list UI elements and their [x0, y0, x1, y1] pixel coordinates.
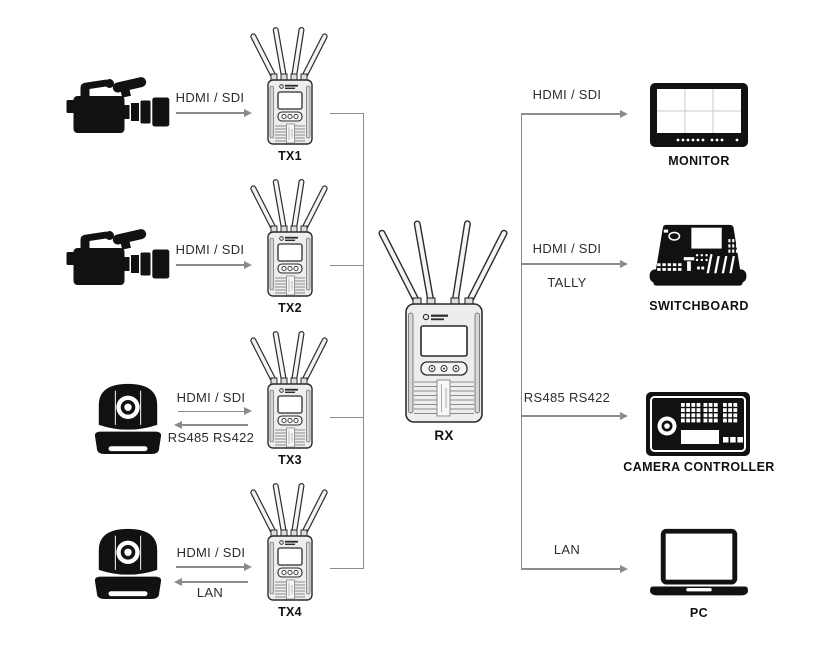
connection-label: LAN — [196, 585, 224, 600]
device-label: PC — [689, 606, 709, 620]
ptz-camera-icon — [91, 525, 165, 601]
arrow-right — [521, 412, 628, 419]
arrow-right — [176, 261, 252, 268]
connection-label: HDMI / SDI — [532, 87, 602, 102]
tx-label: TX4 — [278, 605, 302, 619]
arrow-left — [174, 421, 248, 428]
connection-label: HDMI / SDI — [176, 390, 246, 405]
tx-label: TX2 — [278, 301, 302, 315]
connection-label: HDMI / SDI — [176, 545, 246, 560]
arrow-right — [521, 260, 628, 267]
camera-controller-icon — [646, 392, 750, 456]
video-camera-icon — [66, 226, 172, 292]
video-camera-icon — [66, 74, 172, 140]
rx-label: RX — [434, 428, 454, 443]
arrow-right — [521, 110, 628, 117]
connection-label: HDMI / SDI — [175, 90, 245, 105]
device-label: SWITCHBOARD — [649, 299, 749, 313]
connection-label: TALLY — [547, 275, 587, 290]
connector-line — [330, 567, 363, 569]
tx-label: TX1 — [278, 149, 302, 163]
tx-device-icon — [242, 324, 338, 450]
arrow-right — [178, 408, 252, 415]
connection-label: HDMI / SDI — [175, 242, 245, 257]
arrow-left — [174, 578, 248, 585]
laptop-icon — [650, 528, 748, 598]
switchboard-icon — [646, 222, 750, 296]
arrow-right — [176, 563, 252, 570]
rx-device-icon — [368, 210, 520, 430]
device-label: CAMERA CONTROLLER — [623, 460, 775, 474]
tx-device-icon — [242, 20, 338, 146]
connection-label: RS485 RS422 — [167, 430, 255, 445]
connection-label: LAN — [553, 542, 581, 557]
arrow-right — [176, 109, 252, 116]
connector-line — [330, 112, 363, 114]
arrow-right — [521, 565, 628, 572]
connector-line — [330, 264, 363, 266]
connector-line — [330, 416, 363, 418]
device-label: MONITOR — [668, 154, 730, 168]
monitor-icon — [650, 83, 748, 147]
connection-label: HDMI / SDI — [532, 241, 602, 256]
tx-device-icon — [242, 172, 338, 298]
connection-label: RS485 RS422 — [523, 390, 611, 405]
tx-label: TX3 — [278, 453, 302, 467]
bus-line-left — [362, 112, 364, 569]
bus-line-right — [520, 113, 522, 569]
tx-device-icon — [242, 476, 338, 602]
